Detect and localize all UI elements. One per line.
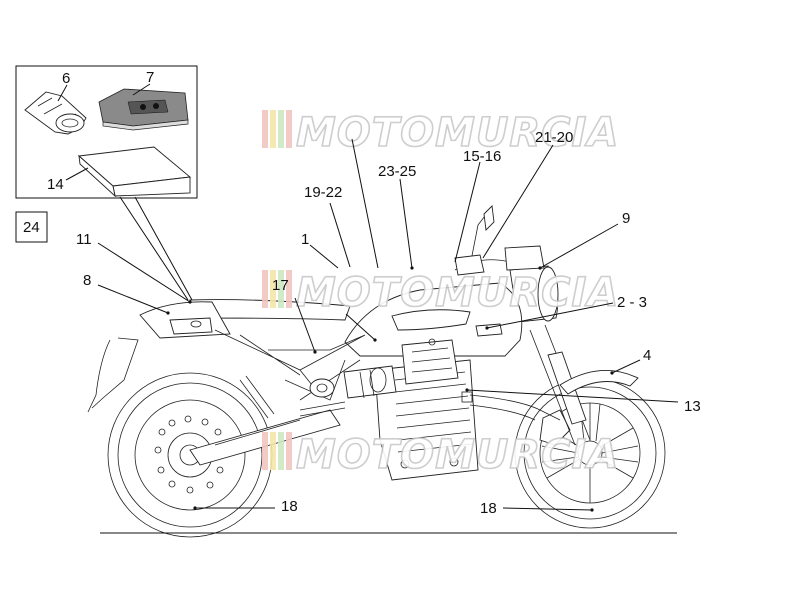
callout-11: 11 bbox=[76, 231, 92, 248]
callout-4: 4 bbox=[643, 347, 651, 364]
pouch-part bbox=[24, 91, 87, 135]
watermark-text-top: MOTOMURCIA bbox=[296, 110, 619, 156]
leader-end-dots bbox=[166, 266, 614, 512]
callout-14: 14 bbox=[47, 176, 64, 193]
callout-box-24 bbox=[15, 211, 48, 243]
cover-part bbox=[77, 146, 192, 198]
callout-18-front: 18 bbox=[480, 500, 497, 517]
callout-24: 24 bbox=[23, 219, 40, 236]
callout-23-25: 23-25 bbox=[378, 163, 416, 180]
callout-2-3: 2 - 3 bbox=[617, 294, 647, 311]
watermark-top: MOTOMURCIA bbox=[262, 109, 619, 157]
callout-17: 17 bbox=[272, 277, 289, 294]
watermark-middle: MOTOMURCIA bbox=[262, 269, 619, 317]
watermark-text-middle: MOTOMURCIA bbox=[296, 270, 619, 316]
callout-9: 9 bbox=[622, 210, 630, 227]
callout-7: 7 bbox=[146, 69, 154, 86]
callout-6: 6 bbox=[62, 70, 70, 87]
leader-lines bbox=[97, 138, 679, 511]
callout-13: 13 bbox=[684, 398, 701, 415]
callout-15-16: 15-16 bbox=[463, 148, 501, 165]
callout-21-20: 21-20 bbox=[535, 129, 573, 146]
inset-pointer-right bbox=[134, 196, 193, 301]
callout-18-rear: 18 bbox=[281, 498, 298, 515]
leader-7 bbox=[132, 83, 151, 96]
motorcycle-drawing bbox=[87, 205, 666, 538]
callout-8: 8 bbox=[83, 272, 91, 289]
manual-part bbox=[98, 88, 189, 131]
watermark-bottom: MOTOMURCIA bbox=[262, 431, 619, 479]
inset-pointer-left bbox=[119, 196, 189, 301]
leader-6 bbox=[57, 84, 68, 102]
callout-19-22: 19-22 bbox=[304, 184, 342, 201]
watermark-text-bottom: MOTOMURCIA bbox=[296, 432, 619, 478]
leader-14 bbox=[65, 167, 89, 181]
callout-1: 1 bbox=[301, 231, 309, 248]
